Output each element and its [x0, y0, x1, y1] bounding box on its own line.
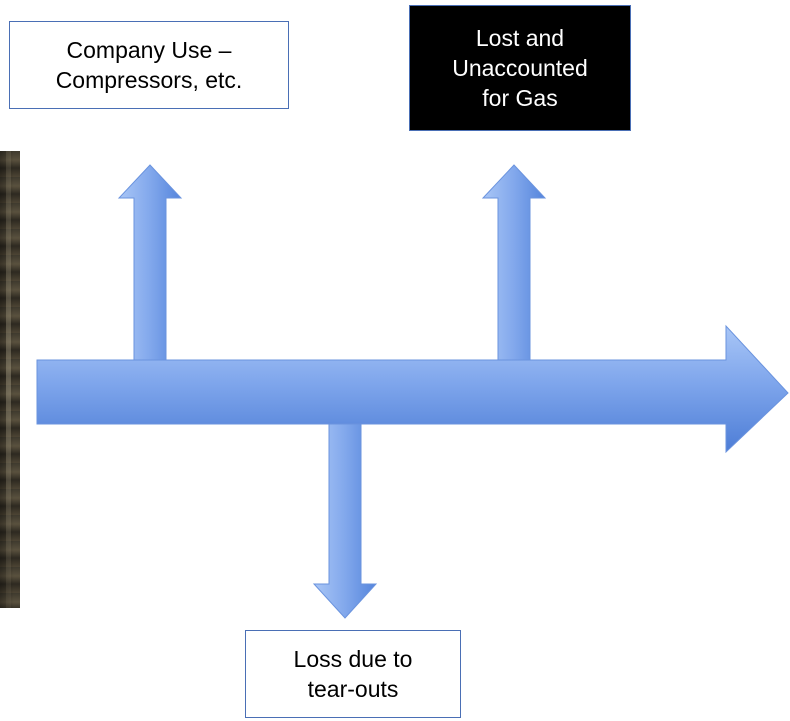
company-use-box: Company Use – Compressors, etc.	[9, 21, 289, 109]
lost-unaccounted-box: Lost and Unaccounted for Gas	[409, 5, 631, 131]
photo-highlight	[6, 151, 11, 608]
loss-tearouts-box: Loss due to tear-outs	[245, 630, 461, 718]
down-arrow-icon	[312, 417, 378, 619]
right-arrow-icon	[36, 324, 789, 454]
up-arrow-icon	[481, 164, 547, 367]
background-photo-edge	[0, 151, 20, 608]
up-arrow-icon	[117, 164, 183, 367]
